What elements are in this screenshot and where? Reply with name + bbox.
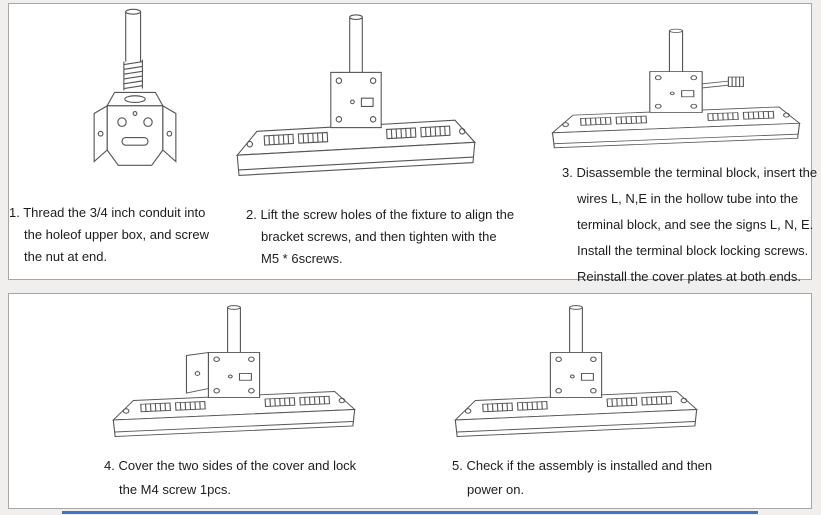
step-4-instruction: 4. Cover the two sides of the cover and …	[104, 458, 357, 497]
conduit-bracket-illustration	[93, 8, 177, 166]
terminal-block-detail	[702, 76, 744, 89]
step-3-instruction: 3. Disassemble the terminal block, inser…	[562, 165, 818, 284]
cover-locking-illustration	[106, 300, 362, 450]
final-assembly-illustration	[448, 300, 704, 450]
footer-accent-line	[62, 511, 758, 514]
fixture-bracket-mounting-illustration	[230, 8, 482, 192]
step-5-instruction: 5. Check if the assembly is installed an…	[452, 458, 713, 497]
terminal-wiring-illustration	[545, 24, 807, 160]
step-2-instruction: 2. Lift the screw holes of the fixture t…	[246, 207, 515, 266]
cover-plate-detail	[185, 351, 209, 394]
